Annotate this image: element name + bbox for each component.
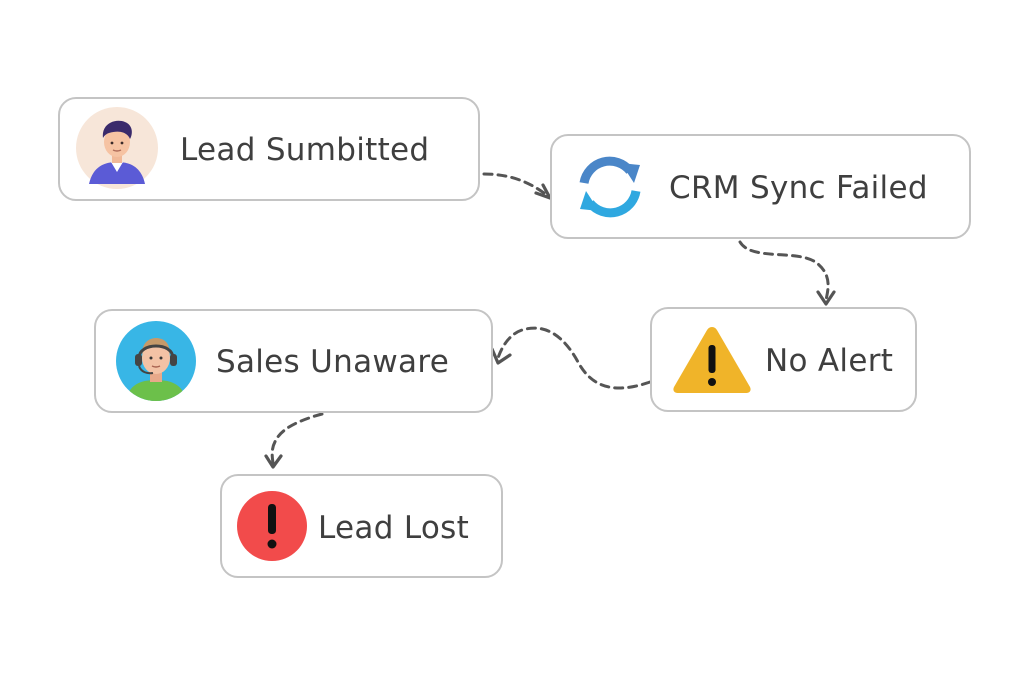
warning-triangle-icon xyxy=(673,327,751,393)
node-label: CRM Sync Failed xyxy=(669,170,928,206)
headset-agent-avatar-icon xyxy=(116,321,196,401)
connector-alert-to-sales xyxy=(496,326,652,390)
connector-sales-to-lost xyxy=(270,412,324,465)
arrowhead-alert-to-sales xyxy=(490,347,512,365)
connector-lead-to-crm xyxy=(482,172,550,198)
arrowhead-lead-to-crm xyxy=(534,183,552,200)
node-lead-submitted: Lead Sumbitted xyxy=(58,97,480,201)
node-label: Lead Lost xyxy=(318,510,470,546)
sync-refresh-icon xyxy=(579,156,641,218)
arrowhead-sales-to-lost xyxy=(264,454,283,469)
node-label: Sales Unaware xyxy=(216,344,450,380)
node-no-alert: No Alert xyxy=(650,307,917,412)
arrowhead-crm-to-alert xyxy=(816,290,836,306)
node-label: Lead Sumbitted xyxy=(180,132,430,168)
connector-crm-to-alert xyxy=(738,240,830,302)
node-label: No Alert xyxy=(765,343,894,379)
node-crm-sync-failed: CRM Sync Failed xyxy=(550,134,971,239)
error-exclamation-icon xyxy=(237,491,307,561)
node-lead-lost: Lead Lost xyxy=(220,474,503,578)
node-sales-unaware: Sales Unaware xyxy=(94,309,493,413)
person-avatar-icon xyxy=(76,107,158,189)
